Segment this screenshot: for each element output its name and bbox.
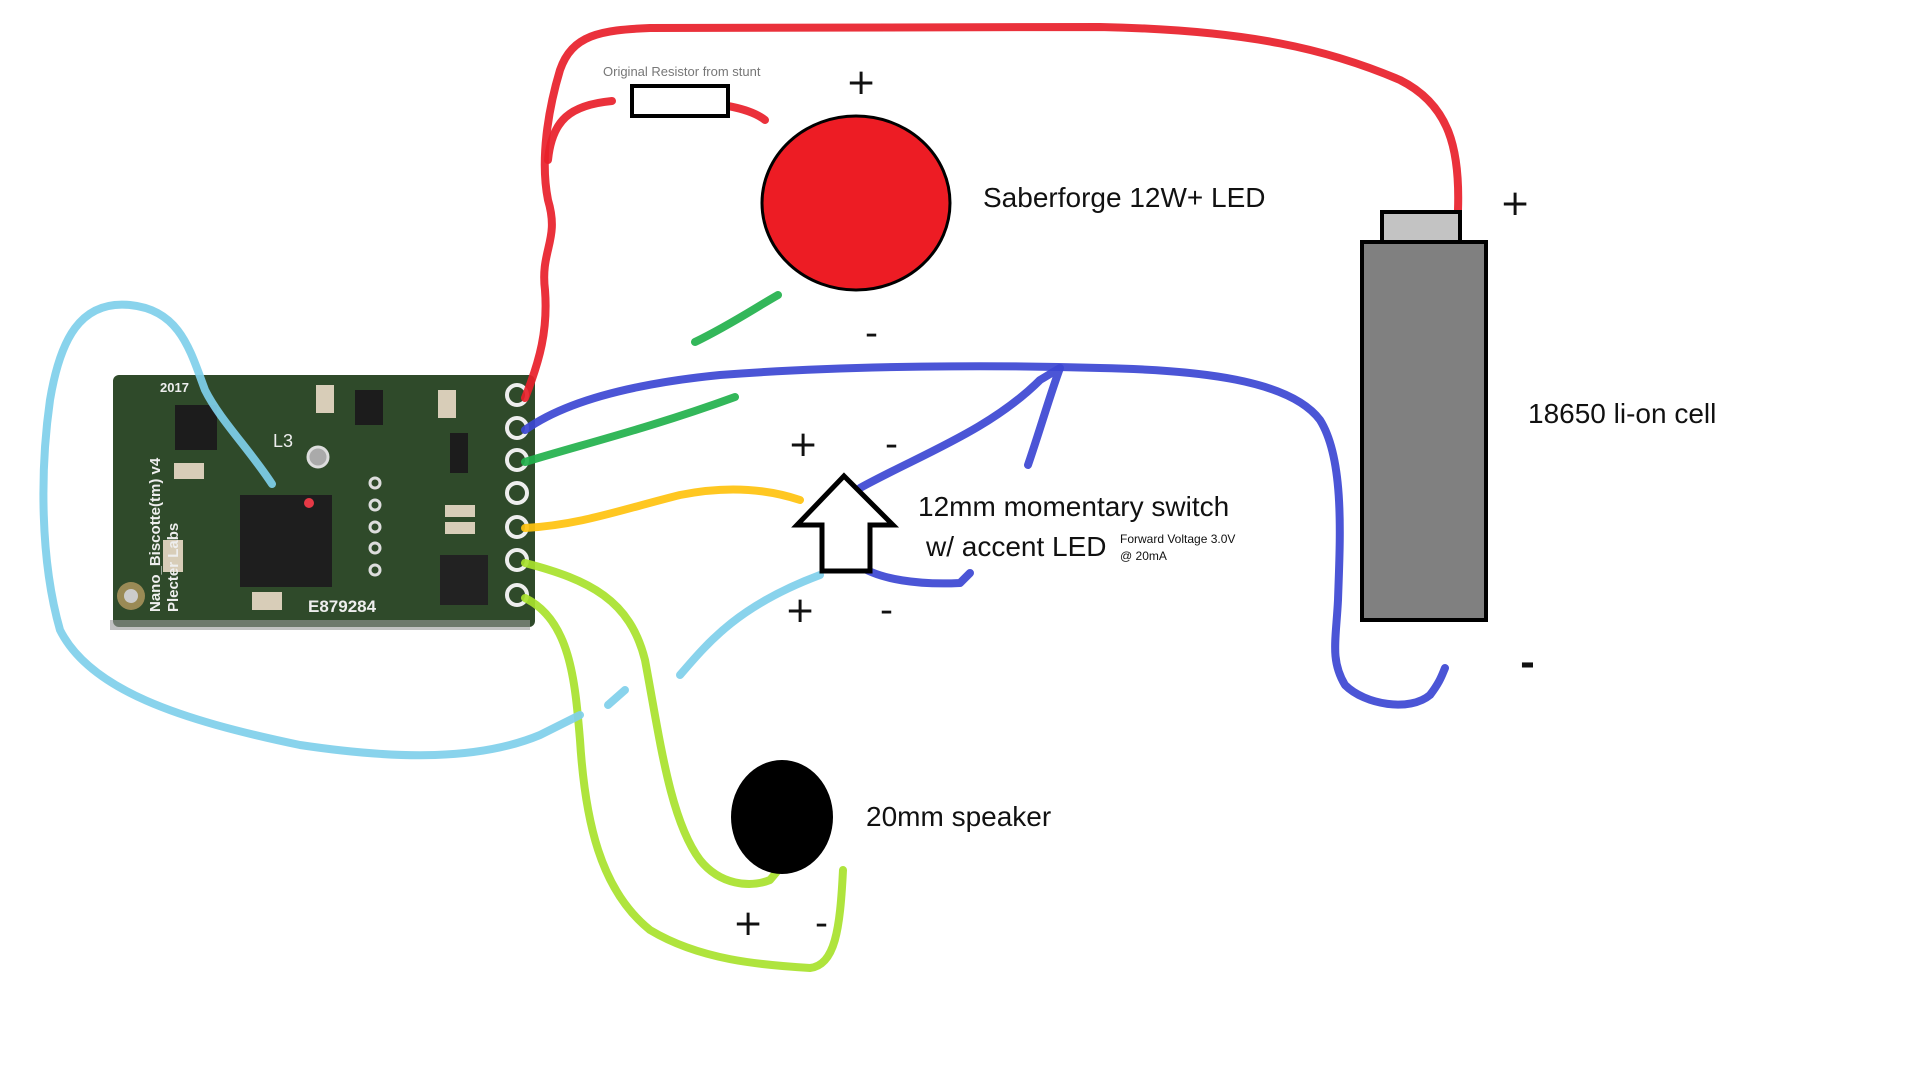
via bbox=[368, 498, 382, 512]
lime-wire-speaker-negative bbox=[521, 594, 847, 972]
cap bbox=[252, 592, 282, 610]
board-maker-marking: Plecter Labs bbox=[165, 523, 182, 612]
cap bbox=[316, 385, 334, 413]
forward-voltage-line2: @ 20mA bbox=[1120, 549, 1167, 563]
mount-hole bbox=[124, 589, 138, 603]
via bbox=[368, 520, 382, 534]
board-year-marking: 2017 bbox=[160, 380, 189, 395]
battery-cap bbox=[1380, 210, 1462, 244]
wires bbox=[39, 23, 1463, 972]
amp-chip bbox=[440, 555, 488, 605]
board-model-marking: Nano_Biscotte(tm) v4 bbox=[147, 457, 164, 612]
speaker bbox=[731, 760, 833, 874]
blue-wire-battery-negative bbox=[521, 362, 1449, 709]
momentary-switch-arrow-icon bbox=[791, 472, 900, 574]
board-inductor-marking: L3 bbox=[273, 431, 293, 451]
yellow-wire-switch bbox=[521, 485, 804, 532]
cap bbox=[438, 390, 456, 418]
forward-voltage-line1: Forward Voltage 3.0V bbox=[1120, 532, 1235, 546]
mount-hole bbox=[306, 445, 330, 469]
speaker-minus-sign: - bbox=[815, 903, 828, 944]
via bbox=[368, 541, 382, 555]
saberforge-led bbox=[760, 114, 952, 292]
speaker-label: 20mm speaker bbox=[866, 801, 1051, 832]
resistor bbox=[630, 84, 730, 118]
red-wire-battery-positive bbox=[521, 23, 1463, 402]
switch-minus-sign: - bbox=[885, 424, 898, 465]
green-wire-led-negative bbox=[691, 291, 782, 346]
chip-small bbox=[175, 405, 217, 450]
led-label: Saberforge 12W+ LED bbox=[983, 182, 1266, 213]
sound-board: Nano_Biscotte(tm) v4 Plecter Labs 2017 L… bbox=[110, 375, 535, 630]
speaker-plus-sign: + bbox=[733, 903, 763, 944]
cap bbox=[445, 522, 475, 534]
battery-body bbox=[1360, 240, 1488, 622]
regulator bbox=[450, 433, 468, 473]
battery-plus-sign: + bbox=[1500, 183, 1530, 224]
pcb-edge bbox=[110, 620, 530, 630]
switch-plus-sign: + bbox=[788, 424, 818, 465]
light-blue-wire-accent-positive bbox=[604, 571, 824, 709]
via bbox=[368, 476, 382, 490]
lime-wire-speaker-positive bbox=[521, 559, 784, 888]
light-blue-wire-board-loop bbox=[39, 300, 584, 760]
accent-minus-sign: - bbox=[880, 590, 893, 631]
cap bbox=[174, 463, 204, 479]
transistor bbox=[355, 390, 383, 425]
battery-label: 18650 li-on cell bbox=[1528, 398, 1716, 429]
cap bbox=[163, 540, 183, 572]
accent-plus-sign: + bbox=[785, 590, 815, 631]
led-plus-sign: + bbox=[846, 62, 876, 103]
battery-minus-sign: - bbox=[1520, 643, 1535, 684]
blue-wire-accent-negative bbox=[854, 561, 974, 588]
blue-wire-switch-negative bbox=[856, 364, 1064, 492]
switch-label-line1: 12mm momentary switch bbox=[918, 491, 1229, 522]
pad bbox=[505, 481, 529, 505]
switch-label-line2: w/ accent LED bbox=[925, 531, 1107, 562]
via bbox=[368, 563, 382, 577]
main-chip bbox=[240, 495, 332, 587]
chip-dot bbox=[304, 498, 314, 508]
led-minus-sign: - bbox=[865, 313, 878, 354]
board-serial-marking: E879284 bbox=[308, 597, 377, 616]
cap bbox=[445, 505, 475, 517]
resistor-label: Original Resistor from stunt bbox=[603, 64, 761, 79]
green-wire-board bbox=[521, 393, 739, 466]
